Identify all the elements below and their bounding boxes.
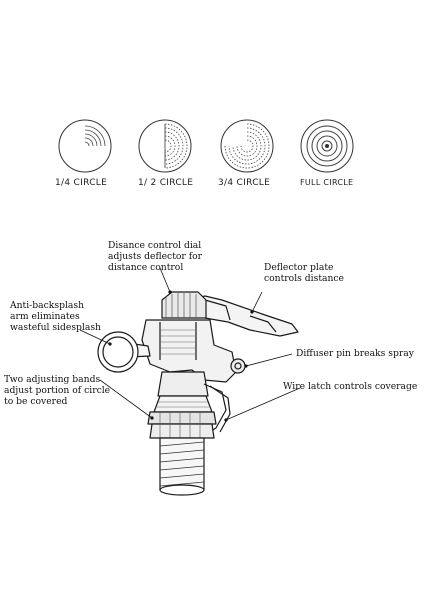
half-circle-pattern-icon	[138, 119, 192, 173]
three-quarter-circle-label: 3/4 CIRCLE	[218, 178, 271, 188]
quarter-circle-pattern	[50, 118, 120, 198]
anti-backsplash-callout: Anti-backsplash arm eliminates wasteful …	[10, 300, 101, 333]
three-quarter-circle-pattern-icon	[220, 119, 274, 173]
full-circle-pattern-icon	[300, 119, 354, 173]
half-circle-pattern	[130, 118, 200, 198]
wire-latch-callout: Wire latch controls coverage	[283, 381, 418, 392]
full-circle-pattern	[292, 118, 362, 198]
adjusting-bands-callout: Two adjusting bands adjust portion of ci…	[4, 374, 111, 407]
three-quarter-circle-pattern	[212, 118, 282, 198]
half-circle-label: 1/ 2 CIRCLE	[138, 178, 194, 188]
quarter-circle-pattern-icon	[58, 119, 112, 173]
distance-dial-callout: Disance control dial adjusts deflector f…	[108, 240, 203, 273]
full-circle-label: FULL CIRCLE	[300, 178, 354, 187]
quarter-circle-label: 1/4 CIRCLE	[55, 178, 108, 188]
deflector-plate-callout: Deflector plate controls distance	[264, 262, 344, 284]
diffuser-pin-callout: Diffuser pin breaks spray	[296, 348, 414, 359]
